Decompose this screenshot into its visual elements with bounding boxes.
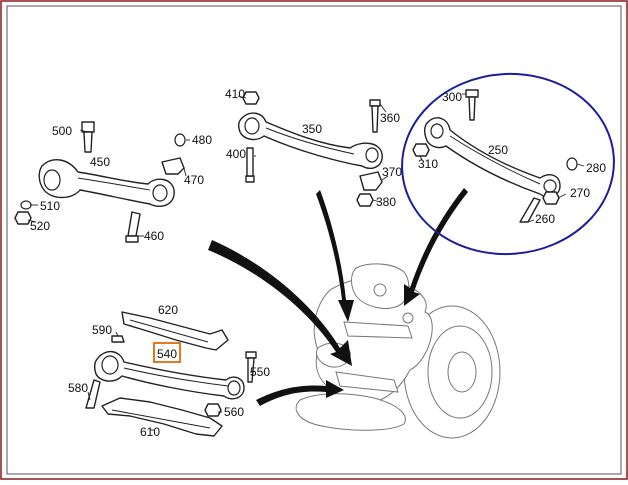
label-300: 300 bbox=[442, 90, 462, 104]
label-540: 540 bbox=[157, 347, 177, 361]
link-450-group bbox=[14, 121, 190, 243]
label-410: 410 bbox=[225, 87, 245, 101]
label-500: 500 bbox=[52, 124, 72, 138]
label-610: 610 bbox=[140, 425, 160, 439]
arrow-upper-left bbox=[208, 240, 352, 366]
label-560: 560 bbox=[224, 405, 244, 419]
link-540-group bbox=[85, 311, 257, 437]
label-250: 250 bbox=[488, 143, 508, 157]
link-250-group bbox=[412, 89, 585, 223]
highlight-circle bbox=[401, 72, 615, 256]
link-350-group bbox=[237, 91, 389, 207]
label-260: 260 bbox=[535, 212, 555, 226]
label-370: 370 bbox=[382, 165, 402, 179]
arrow-upper-right bbox=[404, 188, 468, 306]
label-470: 470 bbox=[184, 173, 204, 187]
label-310: 310 bbox=[418, 157, 438, 171]
inner-border bbox=[6, 5, 622, 475]
label-380: 380 bbox=[376, 195, 396, 209]
label-520: 520 bbox=[30, 219, 50, 233]
label-580: 580 bbox=[68, 381, 88, 395]
label-450: 450 bbox=[90, 155, 110, 169]
wheel-carrier-assembly bbox=[295, 263, 501, 439]
arrow-lower bbox=[256, 380, 344, 406]
label-480: 480 bbox=[192, 133, 212, 147]
highlight-box bbox=[153, 342, 181, 363]
arrow-upper-middle bbox=[316, 190, 354, 322]
label-510: 510 bbox=[40, 199, 60, 213]
label-590: 590 bbox=[92, 323, 112, 337]
label-460: 460 bbox=[144, 229, 164, 243]
label-270: 270 bbox=[570, 186, 590, 200]
label-280: 280 bbox=[586, 161, 606, 175]
label-550: 550 bbox=[250, 365, 270, 379]
label-620: 620 bbox=[158, 303, 178, 317]
label-350: 350 bbox=[302, 122, 322, 136]
label-400: 400 bbox=[226, 147, 246, 161]
label-360: 360 bbox=[380, 111, 400, 125]
